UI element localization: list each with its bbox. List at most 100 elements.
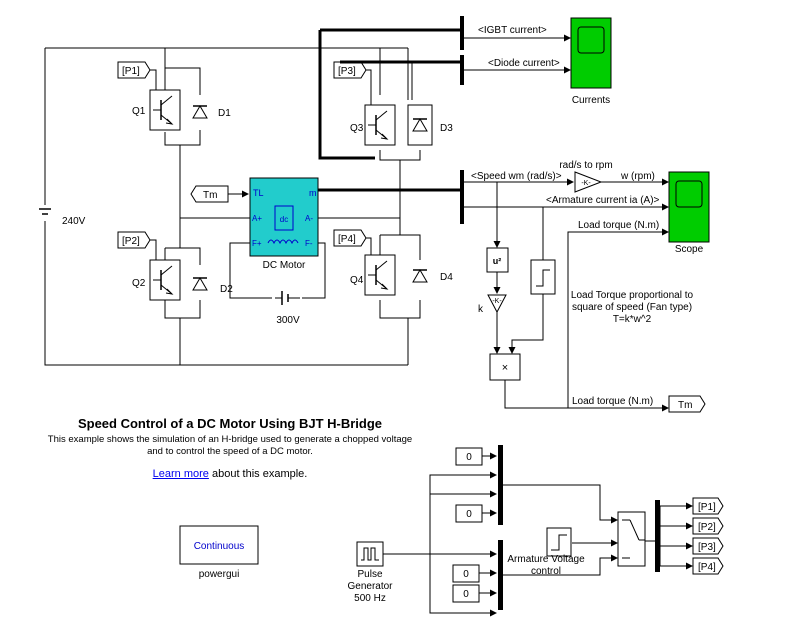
igbt-current-signal: <IGBT current> — [478, 25, 547, 36]
powergui-block[interactable]: Continuous powergui — [179, 525, 259, 580]
learn-more-link[interactable]: Learn more — [152, 468, 209, 480]
svg-text:×: × — [502, 362, 508, 374]
k-label: k — [478, 304, 484, 315]
svg-text:A-: A- — [305, 214, 313, 223]
gate-tag-p3[interactable]: [P3] — [333, 61, 372, 105]
q2-label: Q2 — [132, 278, 146, 289]
manual-switch[interactable] — [617, 511, 646, 567]
motor-label: DC Motor — [263, 260, 306, 271]
svg-text:F+: F+ — [252, 239, 262, 248]
svg-text:Armature Voltage: Armature Voltage — [507, 554, 585, 565]
diode-d2[interactable]: D2 — [192, 277, 233, 295]
svg-text:[P2]: [P2] — [698, 522, 716, 533]
learn-more-line: Learn more about this example. — [40, 468, 420, 480]
svg-text:0: 0 — [463, 569, 469, 580]
svg-text:[P3]: [P3] — [698, 542, 716, 553]
svg-text:control: control — [531, 566, 561, 577]
svg-text:Generator: Generator — [347, 581, 393, 592]
scope[interactable]: Scope — [668, 171, 710, 255]
d4-label: D4 — [440, 272, 453, 283]
k-gain-block[interactable]: -K- k — [478, 294, 507, 315]
svg-text:500 Hz: 500 Hz — [354, 593, 386, 604]
demux-bus-igbt — [460, 16, 464, 50]
dc-source-240v[interactable]: 240V — [38, 205, 86, 227]
mux-upper — [498, 445, 503, 525]
measurement-bus-lines — [318, 28, 460, 192]
tm-from-tag[interactable]: Tm — [190, 185, 249, 203]
svg-text:F-: F- — [305, 239, 313, 248]
dc-source-300v[interactable]: 300V — [272, 290, 302, 326]
svg-text:Tm: Tm — [678, 400, 692, 411]
gate-signal-wiring — [383, 452, 693, 617]
q3-label: Q3 — [350, 123, 364, 134]
d1-label: D1 — [218, 108, 231, 119]
scope-label: Scope — [675, 244, 704, 255]
currents-scope[interactable]: Currents — [570, 17, 612, 106]
svg-text:0: 0 — [466, 452, 472, 463]
armature-voltage-control-step[interactable]: Armature Voltage control — [507, 527, 585, 577]
igbt-q1[interactable]: Q1 — [132, 89, 181, 131]
igbt-q3[interactable]: Q3 — [350, 104, 396, 146]
load-torque-signal: Load torque (N.m) — [578, 220, 659, 231]
source-300-label: 300V — [276, 315, 300, 326]
load-torque-out-signal: Load torque (N.m) — [572, 396, 653, 407]
svg-text:Tm: Tm — [203, 190, 217, 201]
w-rpm-signal: w (rpm) — [620, 171, 655, 182]
constant-0-d[interactable]: 0 — [452, 584, 480, 603]
armature-current-signal: <Armature current ia (A)> — [546, 195, 660, 206]
goto-p3[interactable]: [P3] — [692, 537, 724, 555]
svg-text:T=k*w^2: T=k*w^2 — [613, 314, 652, 325]
constant-0-c[interactable]: 0 — [452, 564, 480, 583]
goto-p4[interactable]: [P4] — [692, 557, 724, 575]
diode-d1[interactable]: D1 — [192, 105, 231, 119]
svg-text:[P2]: [P2] — [122, 236, 140, 247]
diode-d3[interactable]: D3 — [407, 104, 453, 146]
source-240-label: 240V — [62, 216, 86, 227]
svg-text:0: 0 — [463, 589, 469, 600]
power-wiring — [44, 47, 421, 366]
gate-tag-p4[interactable]: [P4] — [333, 229, 372, 255]
gate-tag-p2[interactable]: [P2] — [117, 231, 157, 260]
svg-text:u²: u² — [493, 256, 502, 266]
goto-p2[interactable]: [P2] — [692, 517, 724, 535]
powergui-mode: Continuous — [194, 541, 245, 552]
d3-label: D3 — [440, 123, 453, 134]
tm-goto-tag[interactable]: Tm — [668, 395, 706, 413]
igbt-q4[interactable]: Q4 — [350, 254, 396, 296]
svg-text:dc: dc — [280, 215, 288, 224]
square-function-block[interactable]: u² — [486, 247, 509, 273]
gate-tag-p1[interactable]: [P1] — [117, 61, 157, 90]
svg-text:[P4]: [P4] — [698, 562, 716, 573]
mux-lower — [498, 540, 503, 610]
rads-to-rpm-label: rad/s to rpm — [559, 160, 612, 171]
diode-current-signal: <Diode current> — [488, 58, 560, 69]
fan-type-note: Load Torque proportional to square of sp… — [571, 290, 694, 325]
constant-0-b[interactable]: 0 — [455, 504, 483, 523]
step-block[interactable] — [530, 259, 556, 295]
goto-p1[interactable]: [P1] — [692, 497, 724, 515]
powergui-label: powergui — [199, 569, 240, 580]
demux-bus-diode — [460, 55, 464, 85]
current-signal-lines — [464, 34, 571, 74]
demux-gates — [655, 500, 660, 572]
svg-text:[P1]: [P1] — [122, 66, 140, 77]
svg-text:[P1]: [P1] — [698, 502, 716, 513]
learn-more-rest: about this example. — [211, 468, 308, 480]
diode-d4[interactable]: D4 — [412, 269, 453, 283]
d2-label: D2 — [220, 284, 233, 295]
constant-0-a[interactable]: 0 — [455, 447, 483, 466]
igbt-q2[interactable]: Q2 — [132, 259, 181, 301]
svg-text:[P4]: [P4] — [338, 234, 356, 245]
svg-text:Pulse: Pulse — [357, 569, 382, 580]
svg-text:0: 0 — [466, 509, 472, 520]
diagram-description: This example shows the simulation of an … — [47, 434, 413, 457]
rads-to-rpm-gain[interactable]: -K- rad/s to rpm — [559, 160, 613, 193]
svg-text:Load Torque proportional to: Load Torque proportional to — [571, 290, 694, 301]
demux-bus-motor — [460, 170, 464, 224]
dc-motor-block[interactable]: TL m A+ A- F+ F- dc DC Motor — [249, 177, 319, 271]
speed-signal: <Speed wm (rad/s)> — [471, 171, 562, 182]
q1-label: Q1 — [132, 106, 146, 117]
svg-text:-K-: -K- — [581, 180, 591, 187]
product-block[interactable]: × — [489, 353, 521, 381]
pulse-generator[interactable]: Pulse Generator 500 Hz — [347, 541, 393, 604]
